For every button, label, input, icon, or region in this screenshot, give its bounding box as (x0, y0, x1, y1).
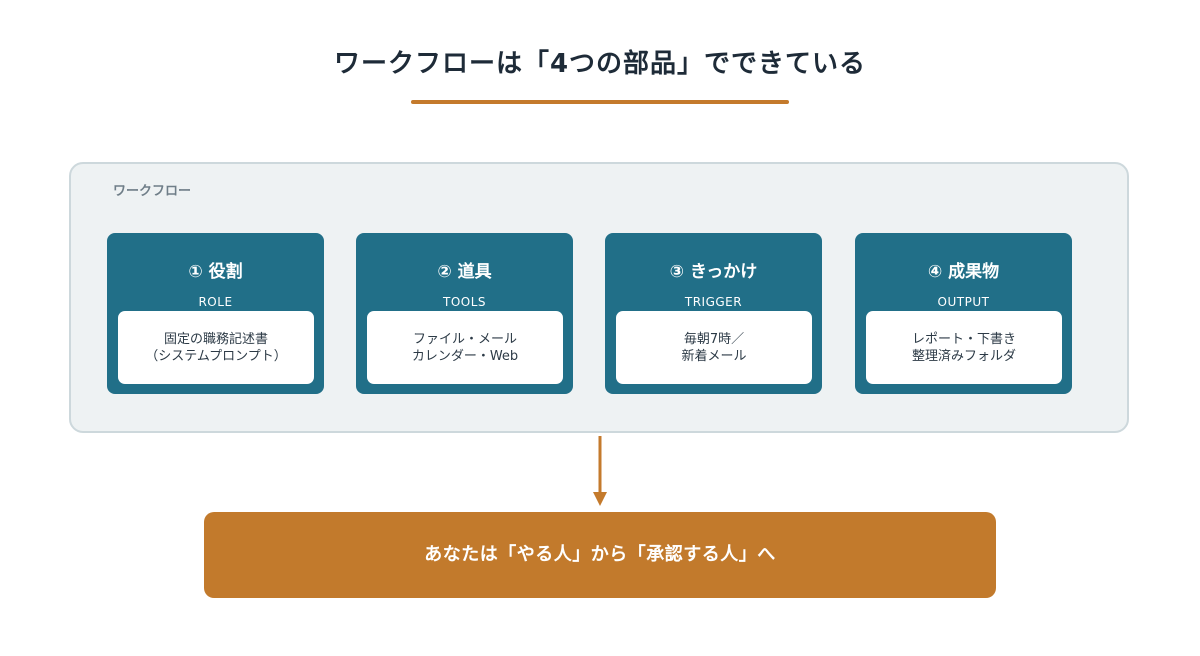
card-output-line-1: レポート・下書き (911, 331, 1016, 347)
card-role-title: ① 役割 (188, 262, 243, 282)
card-role-subtitle: ROLE (198, 295, 233, 309)
card-trigger-line-1: 毎朝7時／ (683, 331, 745, 347)
card-trigger-subtitle: TRIGGER (684, 295, 743, 309)
card-output-subtitle: OUTPUT (937, 295, 990, 309)
card-trigger-title: ③ きっかけ (669, 262, 758, 282)
card-trigger-line-2: 新着メール (681, 348, 747, 364)
page-title: ワークフローは「4つの部品」でできている (333, 49, 867, 79)
card-role-body: 固定の職務記述書 （システムプロンプト） (118, 311, 314, 384)
conclusion-banner-text: あなたは「やる人」から「承認する人」へ (424, 544, 776, 565)
card-role-line-1: 固定の職務記述書 (163, 331, 268, 347)
card-tools-line-1: ファイル・メール (412, 331, 517, 347)
conclusion-banner: あなたは「やる人」から「承認する人」へ (204, 512, 996, 598)
card-output-title: ④ 成果物 (927, 262, 1000, 282)
card-trigger-body: 毎朝7時／ 新着メール (616, 311, 812, 384)
card-tools-body: ファイル・メール カレンダー・Web (367, 311, 563, 384)
card-output-body: レポート・下書き 整理済みフォルダ (866, 311, 1062, 384)
card-role-line-2: （システムプロンプト） (145, 348, 287, 364)
title-underline (411, 100, 789, 104)
workflow-frame-label: ワークフロー (113, 184, 192, 199)
down-arrow-icon (593, 436, 607, 506)
card-tools-title: ② 道具 (437, 262, 492, 282)
card-tools-subtitle: TOOLS (442, 295, 487, 309)
card-tools-line-2: カレンダー・Web (411, 348, 519, 364)
card-output-line-2: 整理済みフォルダ (911, 348, 1016, 364)
